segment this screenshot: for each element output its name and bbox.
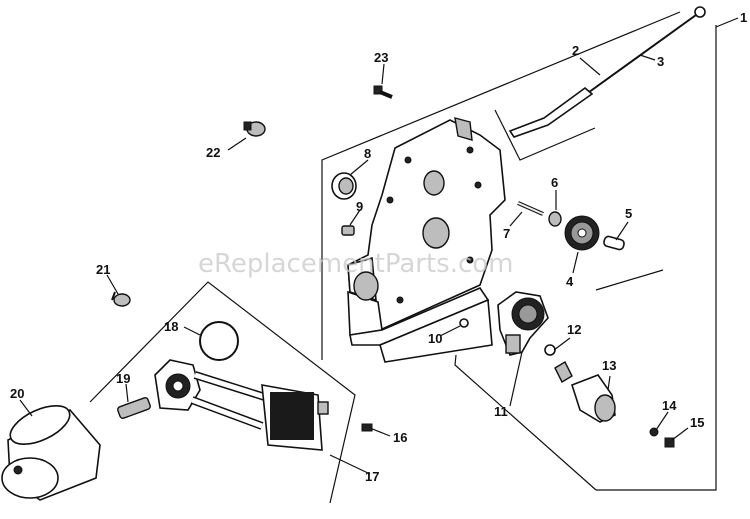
callout-10: 10 [428,331,442,346]
relief-valve [554,361,616,423]
callout-22: 22 [206,145,220,160]
callout-3: 3 [657,54,664,69]
pump-o-ring [544,344,556,356]
callout-labels: 1 2 3 4 5 6 7 8 9 10 11 12 13 14 15 16 1… [10,10,747,484]
callout-13: 13 [602,358,616,373]
callout-5: 5 [625,206,632,221]
filter-nipple [117,397,151,419]
gear-cover-housing [347,117,506,363]
oil-pump-assembly [497,291,549,356]
callout-12: 12 [567,322,581,337]
washer [548,211,562,227]
callout-6: 6 [551,175,558,190]
callout-21: 21 [96,262,110,277]
oil-sensor [111,291,131,307]
callout-9: 9 [356,199,363,214]
callout-14: 14 [662,398,677,413]
watermark-text: eReplacementParts.com [198,249,514,279]
callout-16: 16 [393,430,407,445]
callout-7: 7 [503,226,510,241]
oil-cooler-adapter [154,359,329,451]
dipstick [508,6,706,138]
drain-plug [664,437,675,448]
plug-screw [341,225,355,236]
small-o-ring [459,318,469,328]
callout-17: 17 [365,469,379,484]
oil-filter [1,405,101,501]
governor-gear [564,215,600,251]
callout-20: 20 [10,386,24,401]
callout-4: 4 [566,274,574,289]
oil-seal [331,172,357,200]
callout-1: 1 [740,10,747,25]
callout-11: 11 [494,404,508,419]
assembly-outline [89,11,717,504]
filter-gasket [199,321,239,361]
callout-2: 2 [572,43,579,58]
breather-fitting [243,121,266,137]
leader-lines [19,17,739,475]
pin [517,201,544,216]
callout-18: 18 [164,319,178,334]
callout-23: 23 [374,50,388,65]
callout-8: 8 [364,146,371,161]
governor-shaft [603,235,625,251]
adapter-screw [361,423,373,432]
callout-15: 15 [690,415,704,430]
callout-19: 19 [116,371,130,386]
hex-bolt [373,85,393,99]
